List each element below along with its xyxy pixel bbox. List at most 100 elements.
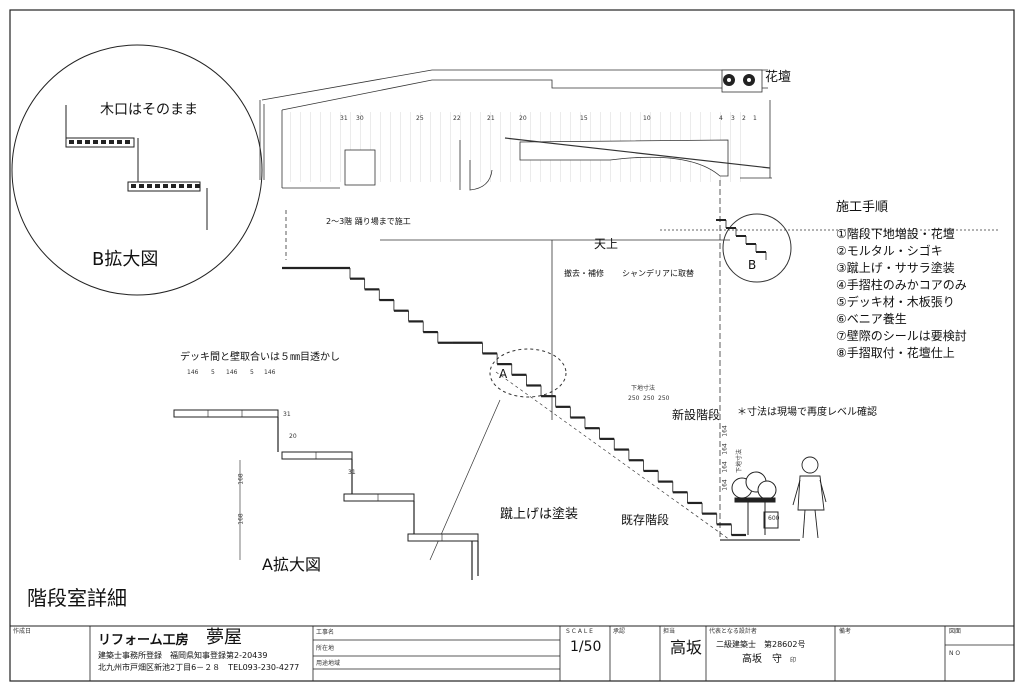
vertical-dim-label: 下地寸法 (736, 448, 744, 474)
remove-note: 撤去・補修 (564, 269, 604, 278)
deck-hole (155, 184, 160, 188)
top-section-view (259, 69, 1000, 540)
procedure-item: ③蹴上げ・ササラ塗装 (836, 261, 955, 275)
step-number: 20 (519, 115, 527, 122)
step-number: 10 (643, 115, 651, 122)
deck-dim: 5 (250, 369, 254, 376)
step-number: 25 (416, 115, 424, 122)
procedure-list: 施工手順 ①階段下地増設・花壇 ②モルタル・シゴキ ③蹴上げ・ササラ塗装 ④手摺… (836, 196, 967, 361)
b-detail-title: B拡大図 (92, 249, 159, 270)
detail-b-marker (722, 213, 792, 283)
a-detail-steps (173, 409, 479, 580)
a-step-board (407, 533, 479, 542)
step-number: 2 (742, 115, 746, 122)
a-dim: 20 (289, 433, 297, 440)
vertical-dim-4: 164 (721, 479, 729, 491)
detail-b-steps (716, 219, 767, 260)
created-date-label: 作成日 (13, 628, 32, 635)
landing-note: 2〜3階 踊り場まで施工 (326, 217, 411, 226)
b-detail-deck-holes (69, 140, 200, 188)
marker-a: A (499, 367, 508, 381)
procedure-item: ⑥ベニア養生 (836, 312, 907, 326)
deck-hole (125, 140, 130, 144)
deck-dim: 146 (226, 369, 238, 376)
riser-paint-label: 蹴上げは塗装 (500, 507, 579, 522)
scale-value: 1/50 (570, 639, 602, 655)
deck-hole (85, 140, 90, 144)
planter-bush-icon (731, 471, 777, 535)
height-600: 600 (768, 515, 780, 522)
procedure-item: ⑤デッキ材・木板張り (836, 295, 955, 309)
address-text: 北九州市戸畑区新池2丁目6－２８ TEL093-230-4277 (98, 663, 300, 672)
a-detail-title: A拡大図 (262, 555, 321, 574)
planter-flowers-icon (723, 74, 755, 86)
a-dim: 31 (348, 469, 356, 476)
procedure-item: ⑦壁際のシールは要検討 (836, 329, 967, 343)
use-label: 用途地域 (316, 660, 341, 667)
deck-hole (101, 140, 106, 144)
deck-dim: 146 (187, 369, 199, 376)
step-number: 21 (487, 115, 495, 122)
main-staircase (282, 266, 746, 537)
riser-dims-label: 下地寸法 (631, 385, 656, 392)
vertical-dim-3: 164 (721, 461, 729, 473)
procedure-item: ⑧手摺取付・花壇仕上 (836, 346, 955, 360)
a-dim: 168 (237, 513, 245, 525)
ceiling-label: 天上 (594, 237, 619, 251)
deck-hole (109, 140, 114, 144)
riser-dim-1: 250 (628, 395, 640, 402)
deck-gap-note: デッキ間と壁取合いは５㎜目透かし (180, 352, 340, 363)
drawing-title: 階段室詳細 (27, 586, 127, 610)
procedure-title: 施工手順 (836, 200, 889, 215)
deck-dim: 146 (264, 369, 276, 376)
deck-hole (131, 184, 136, 188)
checker-name: 高坂 (670, 638, 703, 657)
remarks-label: 備考 (839, 628, 852, 635)
marker-b: B (748, 258, 757, 272)
b-detail-steps (65, 105, 208, 230)
step-number: 3 (731, 115, 735, 122)
deck-hole (77, 140, 82, 144)
deck-hole (163, 184, 168, 188)
no-label: N O (949, 650, 961, 657)
procedure-item: ④手摺柱のみかコアのみ (836, 278, 967, 292)
project-label: 工事名 (316, 629, 335, 636)
deck-dim: 5 (211, 369, 215, 376)
seal-label: 印 (790, 657, 797, 664)
designer-label: 代表となる設計者 (709, 628, 757, 635)
person-figure-icon (792, 456, 827, 539)
a-dim: 31 (283, 411, 291, 418)
level-note: ＊寸法は現場で再度レベル確認 (737, 407, 877, 418)
deck-hole (147, 184, 152, 188)
deck-hole (195, 184, 200, 188)
deck-hole (139, 184, 144, 188)
planter-label: 花壇 (765, 70, 792, 85)
procedure-item: ①階段下地増設・花壇 (836, 227, 955, 241)
deck-hole (187, 184, 192, 188)
vertical-dim-1: 164 (721, 425, 729, 437)
existing-stairs-label: 既存階段 (621, 513, 670, 527)
deck-hole (117, 140, 122, 144)
location-label: 所在地 (316, 645, 335, 652)
brand-name: 夢屋 (206, 627, 242, 648)
a-step-board (173, 409, 279, 418)
riser-dim-2: 250 (643, 395, 655, 402)
step-number: 1 (753, 115, 757, 122)
stair-slope-line (495, 371, 731, 541)
detail-a-marker (489, 348, 567, 398)
deck-hole (93, 140, 98, 144)
vertical-dim-2: 164 (721, 443, 729, 455)
designer-qualification: 二級建築士 第28602号 (716, 640, 806, 649)
leader-a (429, 399, 501, 561)
registration-text: 建築士事務所登録 福岡県知事登録第2-20439 (98, 651, 268, 660)
step-number: 31 (340, 115, 348, 122)
sheet-border (9, 9, 1015, 682)
chandelier-note: シャンデリアに取替 (622, 269, 694, 278)
company-name: リフォーム工房 (98, 633, 189, 648)
a-dim: 168 (237, 473, 245, 485)
check-label: 担当 (663, 628, 676, 635)
procedure-item: ②モルタル・シゴキ (836, 244, 943, 258)
scale-label: S C A L E (566, 628, 593, 635)
